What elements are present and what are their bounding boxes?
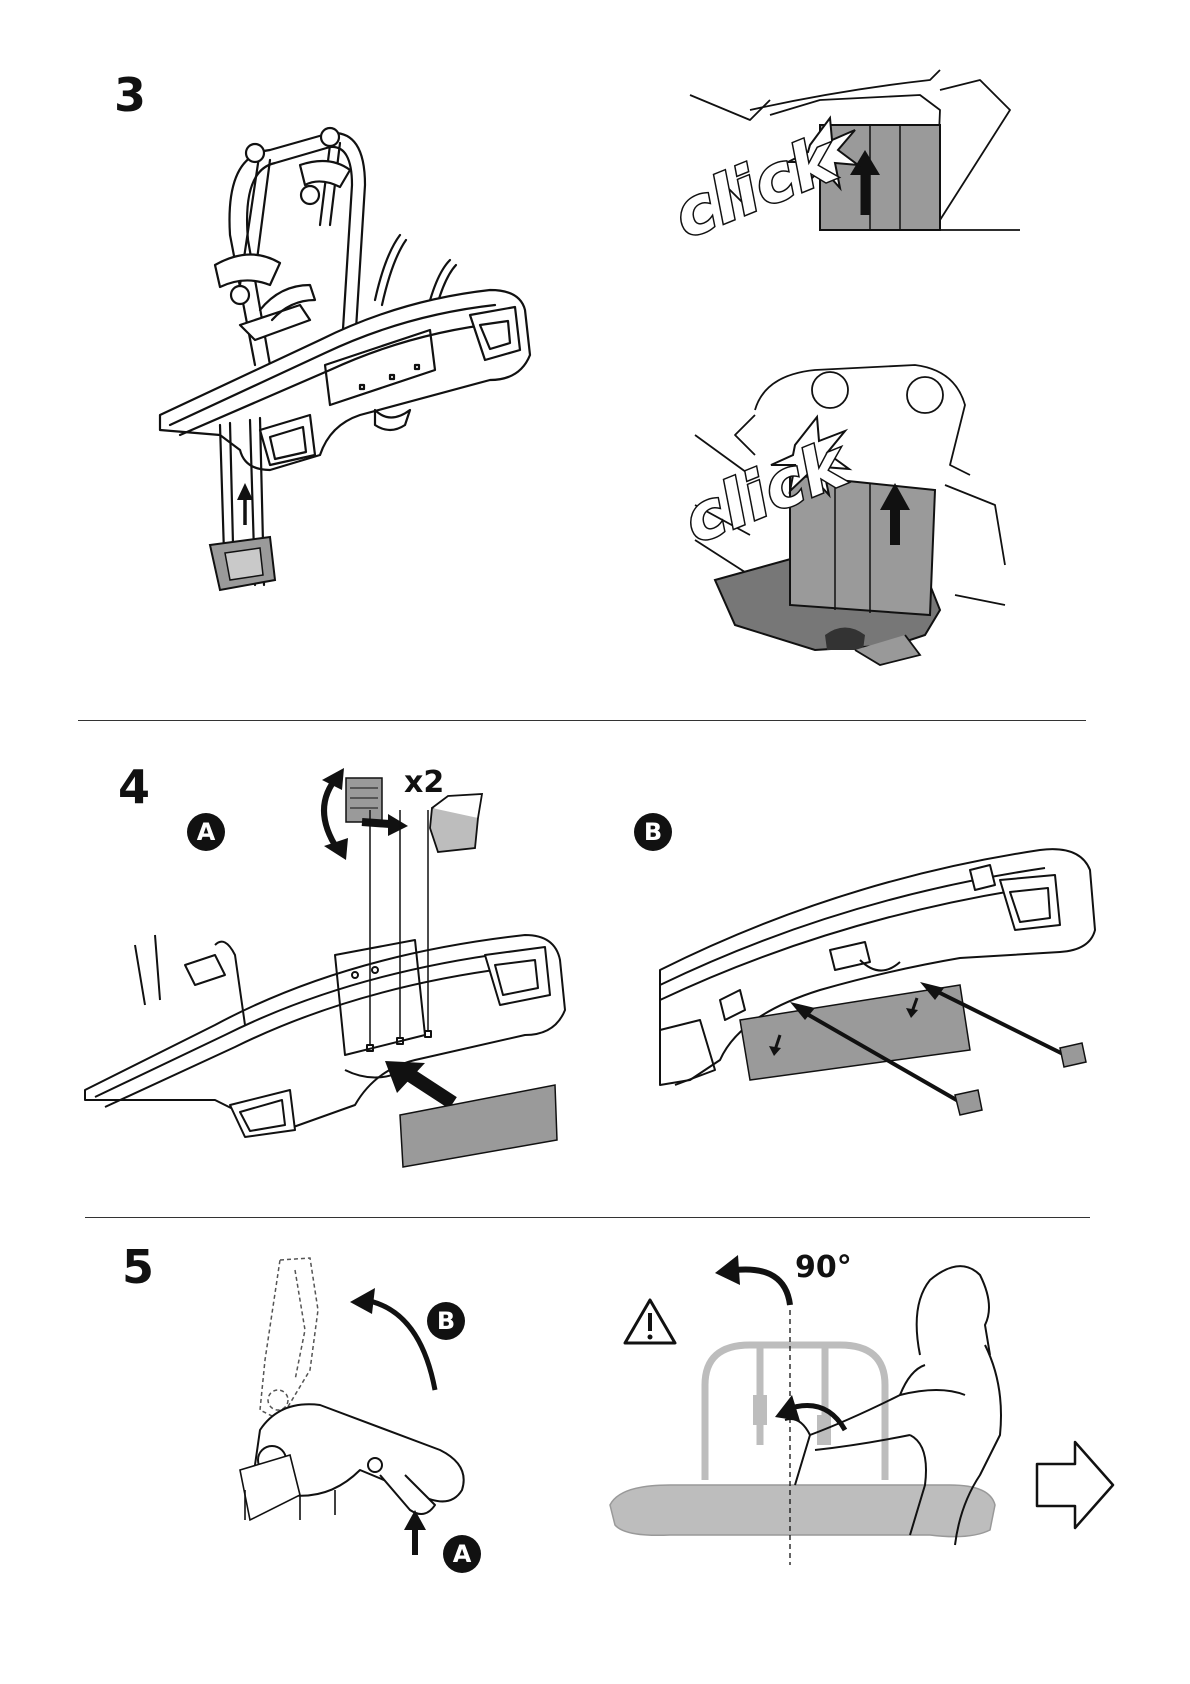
tilt-carrier-illustration [610,1245,1010,1575]
step-4-number: 4 [118,764,150,810]
warning-triangle-icon [625,1300,675,1343]
badge-a: A [187,813,225,851]
badge-b-lever: B [427,1302,465,1340]
plate-clip-insert-illustration [660,840,1100,1170]
badge-a-lever: A [443,1535,481,1573]
step-5-number: 5 [122,1244,154,1290]
lever-release-illustration [240,1250,500,1570]
divider-1 [78,720,1086,721]
carrier-plate-mount-illustration [85,875,615,1185]
divider-2 [85,1217,1090,1218]
step-3-number: 3 [114,72,146,118]
angle-label: 90° [795,1253,852,1283]
bike-carrier-illustration [160,125,580,645]
next-page-arrow-icon [1035,1440,1115,1530]
